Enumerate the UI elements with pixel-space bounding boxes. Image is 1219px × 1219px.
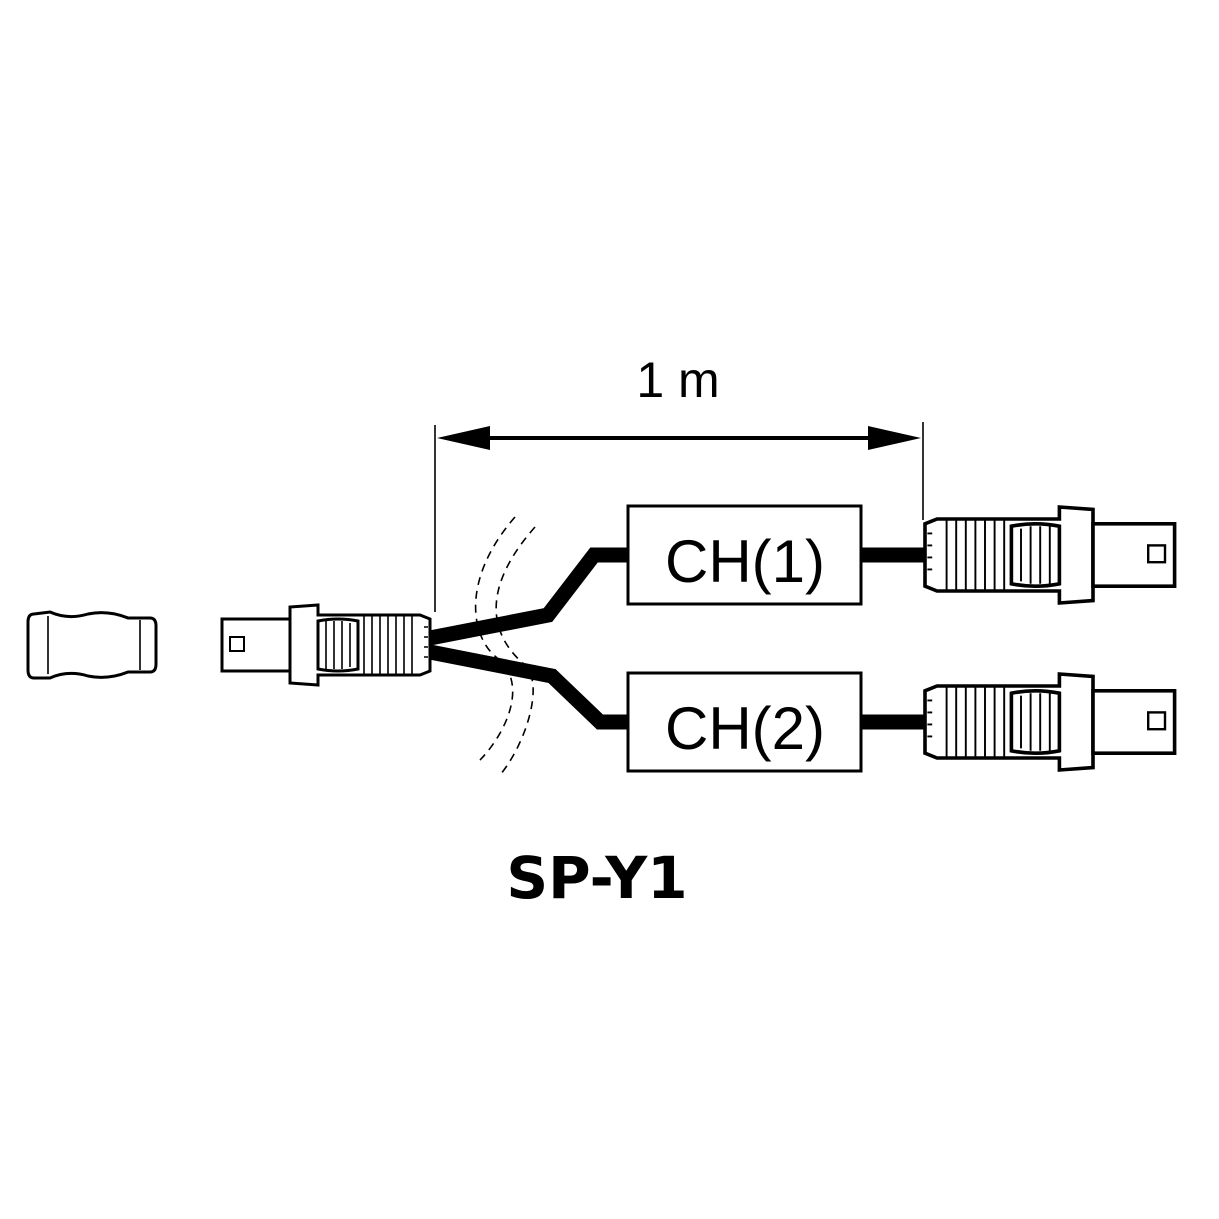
channel-1-label: CH(1) — [665, 528, 825, 595]
dimension-label: 1 m — [636, 352, 719, 408]
model-label: SP-Y1 — [506, 844, 687, 912]
dimension-line — [434, 422, 924, 612]
channel-1-box: CH(1) — [626, 504, 863, 606]
arrow-right-icon — [868, 426, 921, 450]
arrow-left-icon — [437, 426, 490, 450]
split-cable — [428, 547, 928, 730]
coupler-adapter — [26, 610, 158, 680]
main-connector — [220, 603, 432, 687]
channel-2-box: CH(2) — [626, 671, 863, 773]
output-connector-ch1 — [923, 505, 1177, 605]
channel-2-label: CH(2) — [665, 695, 825, 762]
cable-break-marks — [474, 516, 536, 776]
output-connector-ch2 — [923, 672, 1177, 772]
